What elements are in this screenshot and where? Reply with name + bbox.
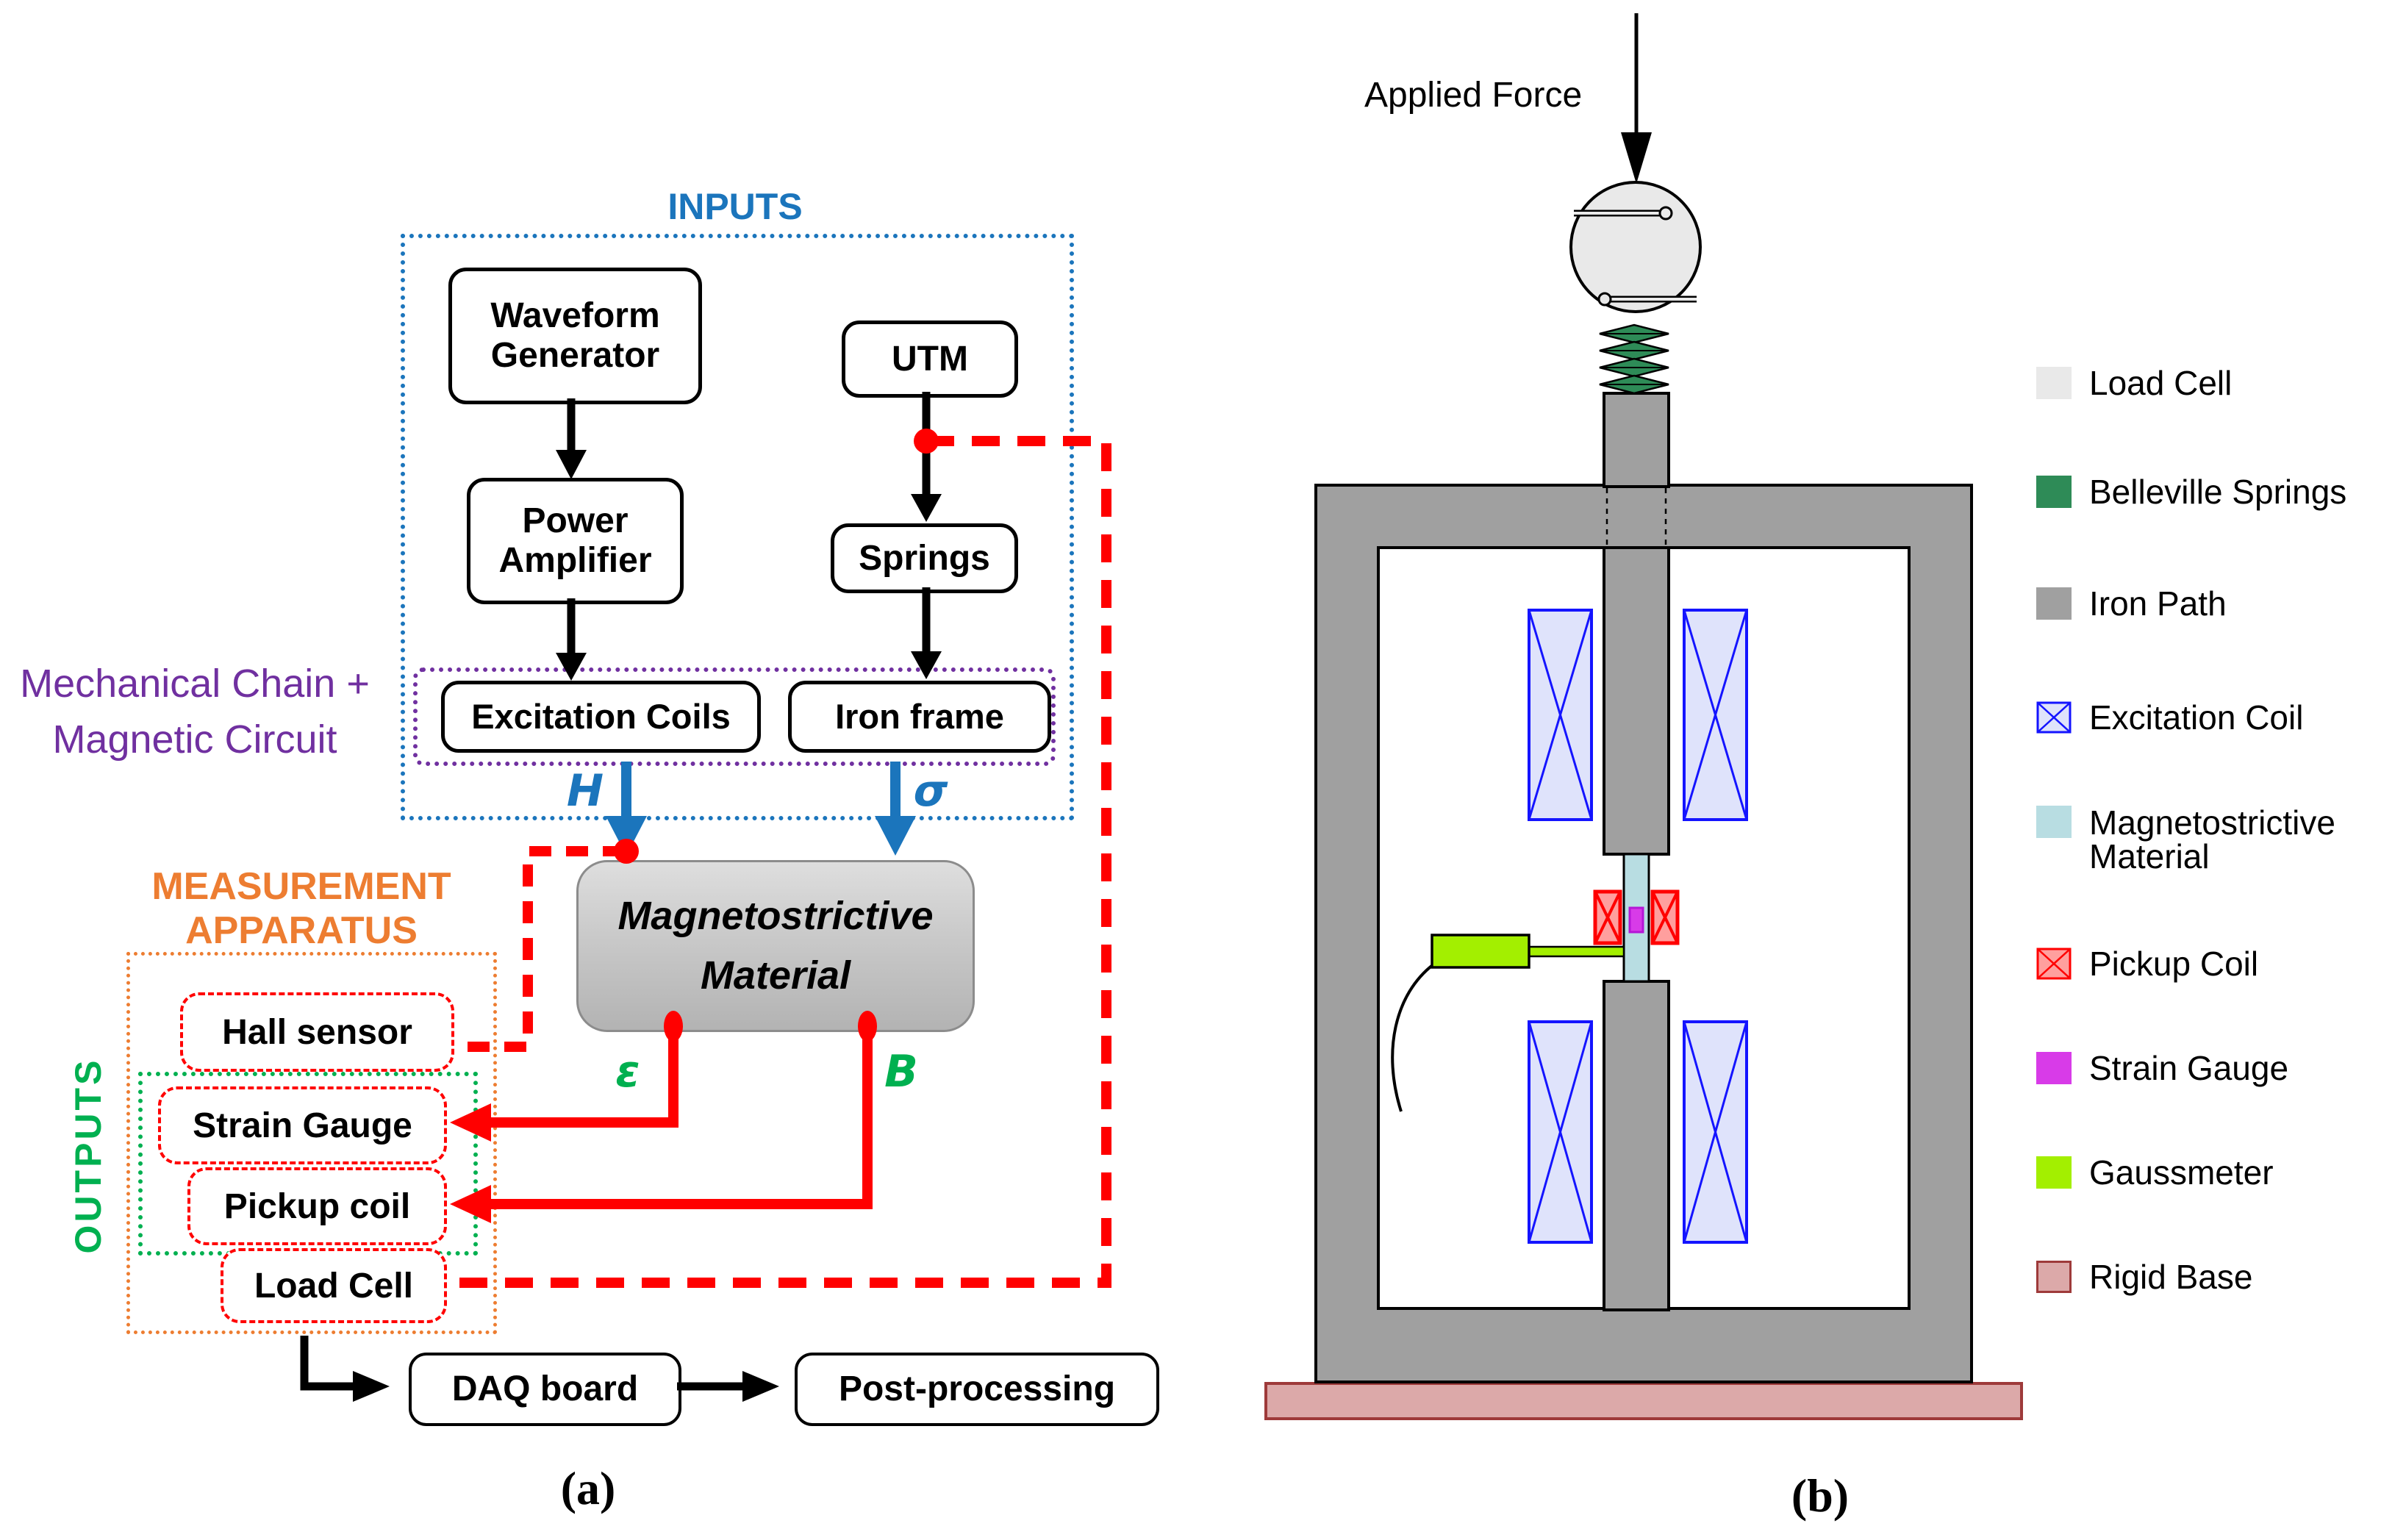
mechanical-chain-label: Mechanical Chain + Magnetic Circuit — [20, 662, 370, 762]
legend-item-rigid-base: Rigid Base — [2036, 1260, 2252, 1294]
strain-epsilon-label: ε — [615, 1046, 640, 1097]
legend-label: Excitation Coil — [2089, 698, 2304, 737]
measurement-apparatus-label: MEASUREMENT APPARATUS — [151, 865, 451, 952]
legend-label: Load Cell — [2089, 364, 2233, 402]
excitation-coil-upper-right — [1683, 609, 1748, 821]
legend-item-load-cell: Load Cell — [2036, 366, 2232, 400]
flux-density-b-label: B — [884, 1046, 918, 1097]
hall-sensor-box: Hall sensor — [180, 992, 454, 1072]
excitation-coil-lower-right — [1683, 1020, 1748, 1244]
load-cell-swatch — [2036, 367, 2072, 399]
iron-frame-box: Iron frame — [788, 681, 1051, 753]
applied-force-label: Applied Force — [1364, 76, 1583, 115]
magnetostrictive-material-box: Magnetostrictive Material — [576, 860, 975, 1032]
legend-item-belleville-springs: Belleville Springs — [2036, 475, 2346, 509]
daq-board-box: DAQ board — [409, 1353, 681, 1426]
belleville-springs-swatch — [2036, 476, 2072, 508]
excitation-coil-swatch — [2036, 701, 2072, 734]
rigid-base — [1264, 1382, 2023, 1420]
outputs-section-label: OUTPUTS — [68, 1057, 109, 1254]
gaussmeter-swatch — [2036, 1156, 2072, 1189]
pickup-coil-left — [1593, 889, 1622, 945]
gaussmeter-probe — [1391, 934, 1625, 1112]
excitation-coil-lower-left — [1528, 1020, 1593, 1244]
inputs-section-label: INPUTS — [667, 186, 803, 227]
load-cell-box: Load Cell — [221, 1248, 447, 1323]
excitation-coils-box: Excitation Coils — [441, 681, 761, 753]
springs-box: Springs — [831, 523, 1018, 593]
pickup-coil-swatch — [2036, 948, 2072, 980]
excitation-coil-upper-left — [1528, 609, 1593, 821]
legend-item-gaussmeter: Gaussmeter — [2036, 1156, 2274, 1189]
power-amplifier-box: Power Amplifier — [467, 478, 684, 604]
legend-label: Pickup Coil — [2089, 945, 2259, 983]
strain-gauge-swatch — [2036, 1052, 2072, 1084]
post-processing-box: Post-processing — [795, 1353, 1159, 1426]
legend-label: Iron Path — [2089, 584, 2227, 623]
legend-item-iron-path: Iron Path — [2036, 587, 2227, 620]
strain-gauge-box: Strain Gauge — [158, 1086, 447, 1164]
stress-sigma-label: σ — [913, 765, 948, 817]
utm-box: UTM — [842, 320, 1018, 398]
magnetostrictive-rod — [1622, 853, 1650, 983]
legend-item-strain-gauge: Strain Gauge — [2036, 1051, 2288, 1085]
rigid-base-swatch — [2036, 1261, 2072, 1293]
legend-label: Strain Gauge — [2089, 1049, 2289, 1087]
iron-path-swatch — [2036, 587, 2072, 620]
panel-a-tag: (a) — [560, 1462, 616, 1514]
belleville-springs-shape — [1599, 323, 1669, 395]
panel-b-tag: (b) — [1791, 1469, 1850, 1522]
output-connectors-red — [450, 1011, 877, 1223]
legend-item-magnetostrictive-material: Magnetostrictive Material — [2036, 806, 2335, 873]
legend-label: Belleville Springs — [2089, 473, 2347, 511]
legend-label: Gaussmeter — [2089, 1153, 2274, 1192]
magnetic-field-h-label: H — [566, 765, 604, 817]
iron-frame-shape — [1314, 392, 1973, 1383]
pickup-coil-box: Pickup coil — [187, 1167, 447, 1245]
strain-gauge-shape — [1628, 906, 1644, 934]
legend-item-excitation-coil: Excitation Coil — [2036, 701, 2303, 734]
load-cell-ball — [1569, 181, 1702, 313]
legend-item-pickup-coil: Pickup Coil — [2036, 947, 2258, 981]
legend-label: Rigid Base — [2089, 1258, 2253, 1296]
pickup-coil-right — [1650, 889, 1680, 945]
waveform-generator-box: Waveform Generator — [448, 268, 702, 404]
legend-label: Magnetostrictive Material — [2089, 803, 2335, 875]
magnetostrictive-material-swatch — [2036, 806, 2072, 838]
